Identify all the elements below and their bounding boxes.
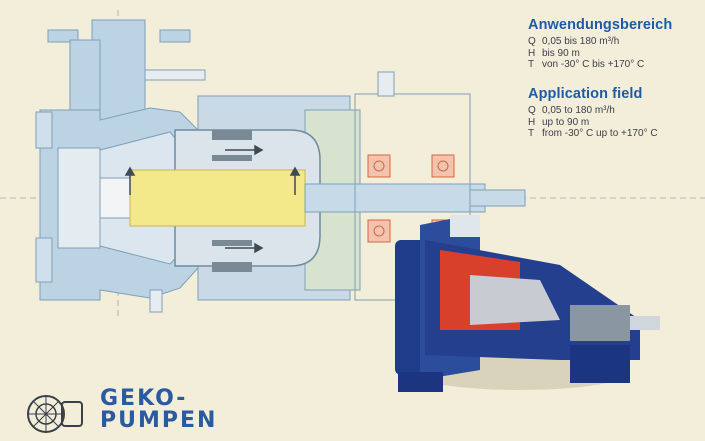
spec-row: H up to 90 m [528, 117, 698, 129]
spec-value: 0,05 to 180 m³/h [542, 105, 615, 116]
spec-value: 0,05 bis 180 m³/h [542, 36, 620, 47]
outer-magnet [212, 130, 252, 272]
drive-shaft [304, 183, 486, 213]
brand-line-1: GEKO- [100, 386, 188, 411]
english-title: Application field [528, 86, 643, 102]
bolts [144, 69, 395, 313]
spec-symbol: T [528, 59, 535, 71]
spec-row: Q 0,05 to 180 m³/h [528, 105, 698, 117]
ball-bearings [367, 154, 455, 243]
brand-line-2: PUMPEN [100, 408, 218, 433]
german-specifications: Anwendungsbereich Q 0,05 bis 180 m³/h H … [528, 17, 698, 71]
flow-arrows [124, 144, 301, 254]
spec-row: T von -30° C bis +170° C [528, 59, 698, 71]
pump-shaft [129, 169, 306, 227]
spec-value: up to 90 m [542, 116, 590, 128]
english-specifications: Application field Q 0,05 to 180 m³/h H u… [528, 86, 698, 140]
brand-logo: GEKO- PUMPEN [100, 388, 217, 432]
impeller-logo-icon [27, 395, 83, 433]
spec-value: bis 90 m [542, 47, 580, 59]
german-title: Anwendungsbereich [528, 17, 673, 33]
spec-symbol: Q [528, 105, 536, 116]
spec-value: von -30° C bis +170° C [542, 59, 645, 71]
spec-symbol: H [528, 47, 536, 59]
pump-photo [395, 215, 660, 392]
spec-row: Q 0,05 bis 180 m³/h [528, 36, 698, 48]
spec-symbol: Q [528, 36, 536, 47]
spec-row: T from -30° C up to +170° C [528, 128, 698, 140]
spec-row: H bis 90 m [528, 48, 698, 60]
spec-symbol: T [528, 128, 535, 140]
suction-inlet [57, 147, 101, 249]
spec-value: from -30° C up to +170° C [542, 128, 658, 140]
shaft-end [469, 189, 526, 207]
spec-symbol: H [528, 116, 536, 128]
